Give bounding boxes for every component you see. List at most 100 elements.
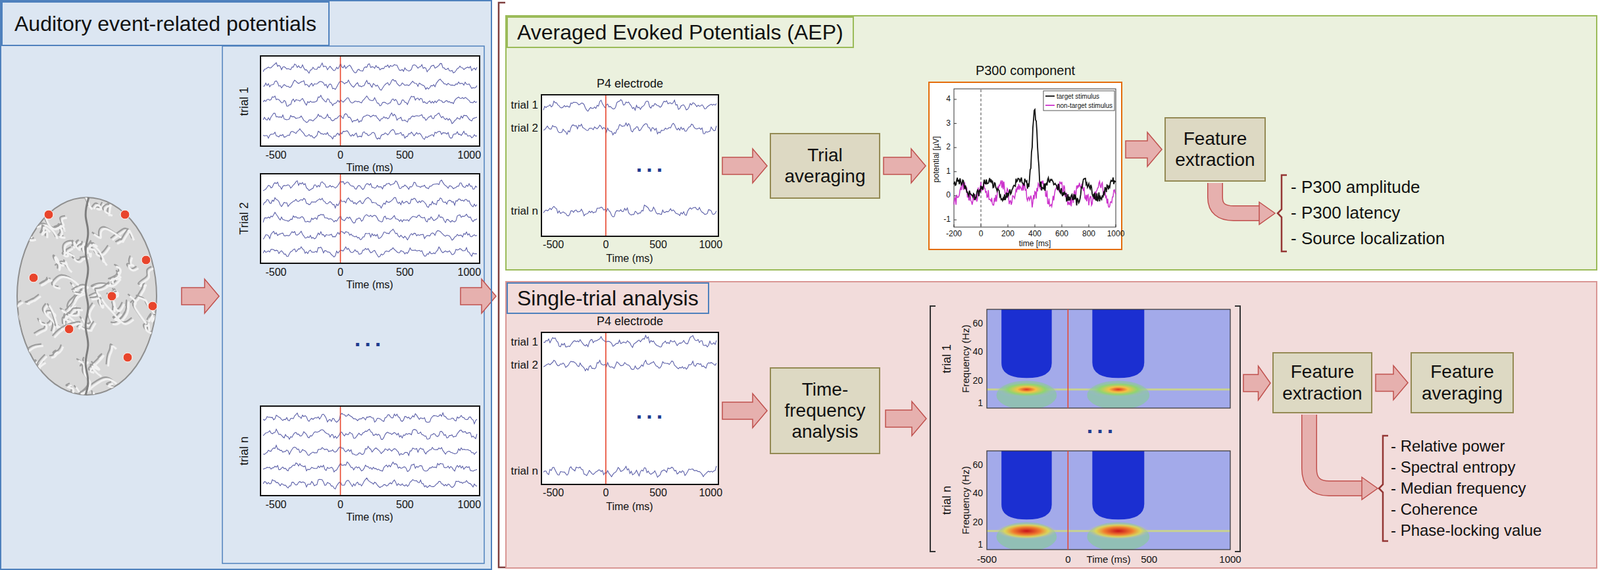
process-box: Time-frequency analysis (769, 367, 881, 454)
axis-title: Time (ms) (605, 252, 653, 265)
trial-label: Trial 2 (238, 201, 252, 235)
brain-fold (22, 356, 39, 368)
tick-label: 400 (1028, 229, 1042, 239)
brain-fold (26, 236, 36, 241)
trials-frame (222, 46, 485, 564)
eeg-trace (263, 477, 477, 489)
eeg-plot (260, 405, 480, 496)
eeg-trace (263, 180, 477, 191)
tick-label: 0 (337, 498, 344, 511)
brain-fold (44, 305, 56, 333)
spectrogram-frame (986, 450, 1231, 550)
cone-region (1001, 309, 1052, 378)
process-box: Feature extraction (1272, 351, 1373, 414)
legend-sample (1045, 104, 1055, 106)
box-text: Feature extraction (1171, 128, 1260, 171)
group-bracket (930, 305, 936, 552)
eeg-trace (543, 99, 717, 112)
electrode (120, 209, 130, 220)
legend-text: non-target stimulus (1056, 101, 1113, 110)
brain-fold (90, 355, 104, 373)
eeg-trace (543, 335, 717, 348)
plot-axes (953, 88, 1116, 227)
spectrogram-ground (986, 450, 1231, 550)
brain-fold (140, 268, 154, 287)
tick (953, 224, 955, 227)
feature-item: - Median frequency (1390, 479, 1526, 497)
trial-label: trial 1 (940, 344, 954, 374)
trial-label: trial n (238, 436, 252, 466)
brain-fold (64, 384, 74, 400)
panel-ground (0, 0, 493, 570)
tick-label: -500 (542, 486, 564, 499)
tick (953, 98, 957, 100)
tick-label: 1000 (457, 266, 482, 279)
tick-label: 1 (946, 167, 951, 176)
tick-label: 600 (1055, 229, 1069, 239)
brain-fold (117, 230, 131, 244)
tick-label: -1 (943, 215, 951, 224)
feature-item: - P300 amplitude (1290, 177, 1421, 197)
legend-sample (1045, 95, 1055, 97)
eeg-trace (263, 197, 477, 208)
axis-title: time [ms] (1019, 239, 1052, 249)
curved-arrow (1309, 414, 1364, 489)
brain-fold (88, 353, 102, 371)
eeg-trace (263, 113, 477, 124)
power-blob (995, 522, 1058, 540)
eeg-plot (260, 173, 480, 264)
plot-frame: P4 electrode (540, 331, 720, 485)
brain-fold (110, 271, 120, 284)
feature-item: - Spectral entropy (1390, 458, 1516, 476)
tick (1007, 224, 1009, 227)
feature-item: - Relative power (1390, 437, 1505, 455)
curved-arrow-head (1361, 476, 1378, 500)
brain-fold (24, 234, 34, 239)
tick-label: 1000 (1219, 553, 1241, 566)
tick-label: 1000 (698, 486, 723, 499)
tick-label: 0 (946, 191, 951, 200)
tick-label: 1000 (698, 238, 723, 251)
brain-fold (108, 383, 131, 396)
panel-ground (505, 15, 1598, 271)
tick-label: 40 (972, 347, 983, 358)
legend-box (1043, 90, 1115, 111)
feature-item: - Phase-locking value (1390, 521, 1542, 539)
tick-label: 500 (649, 486, 668, 499)
panel-title: Single-trial analysis (506, 282, 710, 314)
electrode (107, 291, 117, 301)
stimulus-line (340, 406, 342, 495)
eeg-trace (263, 128, 477, 140)
cone-region (1092, 450, 1145, 520)
brain-fold (74, 242, 85, 250)
tick-label: -500 (265, 149, 287, 162)
stimulus-line (605, 332, 607, 485)
tick-label: 500 (396, 266, 414, 279)
brain-fold (20, 354, 37, 366)
electrode (64, 324, 74, 334)
tick-label: 0 (1065, 553, 1071, 566)
feature-item: - Source localization (1290, 228, 1445, 249)
eeg-plot (260, 55, 480, 147)
panel-title: Averaged Evoked Potentials (AEP) (506, 16, 854, 49)
stimulus-line (980, 89, 982, 227)
tick-label: 500 (396, 149, 414, 162)
flow-arrow (885, 401, 927, 436)
brain-fold (101, 298, 135, 324)
power-blob (1086, 380, 1151, 399)
process-box: Feature averaging (1410, 351, 1514, 414)
tick (1061, 224, 1063, 227)
brain-fold (92, 244, 107, 266)
box-text: Feature extraction (1278, 361, 1366, 404)
eeg-trace (263, 62, 477, 74)
brain-fold (27, 296, 41, 304)
eeg-trace (263, 428, 477, 440)
feature-item: - Coherence (1390, 500, 1478, 518)
spectrogram (986, 450, 1231, 550)
tick-label: 500 (1140, 553, 1158, 566)
eeg-trace (263, 412, 477, 424)
ellipsis: ... (354, 326, 385, 351)
stimulus-line (340, 56, 342, 146)
axis-title: Time (ms) (346, 161, 393, 174)
